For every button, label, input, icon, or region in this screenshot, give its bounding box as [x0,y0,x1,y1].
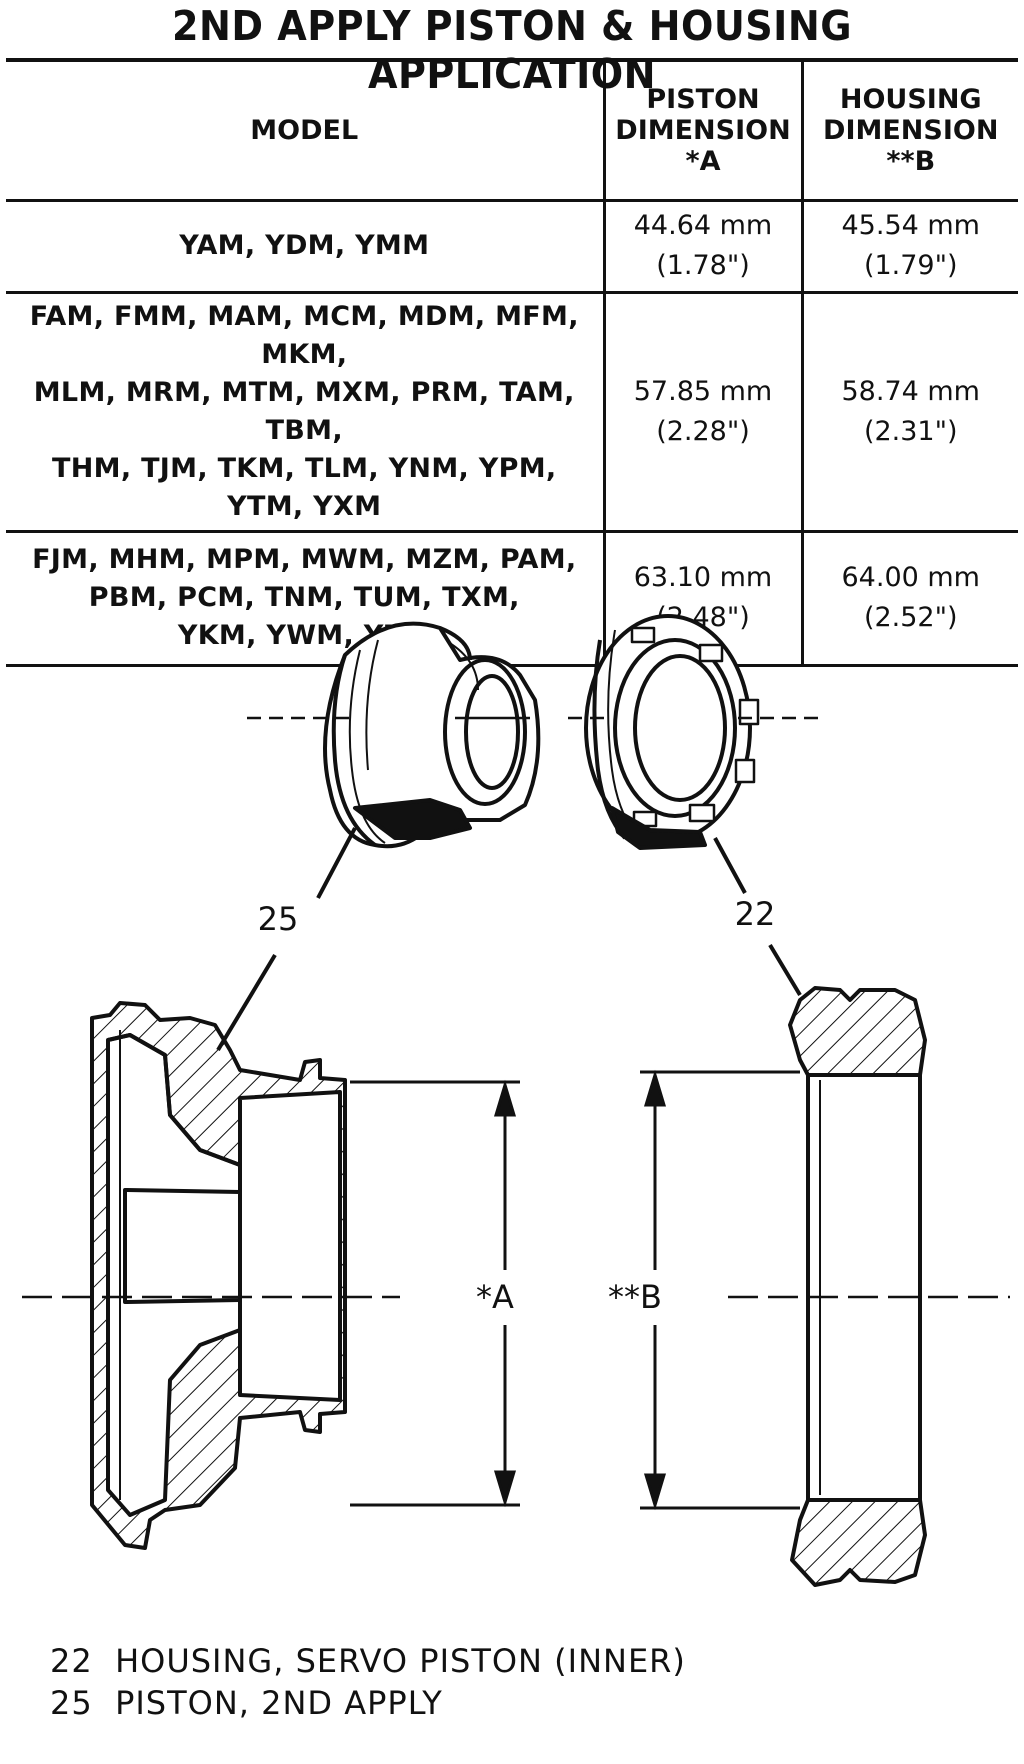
table-header-row: MODEL PISTON DIMENSION *A HOUSING DIMENS… [6,58,1018,202]
header-piston-dimension: PISTON DIMENSION *A [602,58,804,202]
housing-mm: 45.54 mm [841,210,980,241]
callout-leader-25-upper [316,827,357,899]
header-model: MODEL [6,58,606,202]
header-housing-line: **B [886,145,936,177]
housing-dimension-cell: 45.54 mm (1.79") [800,198,1018,294]
legend-item: 25 PISTON, 2ND APPLY [50,1682,686,1724]
table-row: FJM, MHM, MPM, MWM, MZM, PAM, PBM, PCM, … [6,529,1018,667]
model-cell: FJM, MHM, MPM, MWM, MZM, PAM, PBM, PCM, … [6,529,606,667]
housing-mm: 58.74 mm [841,375,980,407]
callout-leader-22-upper [713,837,747,894]
legend-text: PISTON, 2ND APPLY [115,1684,443,1722]
model-line: FJM, MHM, MPM, MWM, MZM, PAM, [32,544,577,575]
legend-number: 25 [50,1684,93,1722]
model-cell: FAM, FMM, MAM, MCM, MDM, MFM, MKM, MLM, … [6,290,606,533]
model-cell: YAM, YDM, YMM [6,198,606,294]
callout-25: 25 [258,900,299,938]
callout-leader-25-lower [216,953,277,1052]
header-piston-line: DIMENSION [615,114,791,146]
model-line: MLM, MRM, MTM, MXM, PRM, TAM, TBM, [33,376,575,446]
piston-mm: 44.64 mm [633,210,773,241]
model-line: THM, TJM, TKM, TLM, YNM, YPM, YTM, YXM [52,452,557,522]
piston-cross-section [90,1001,347,1550]
header-housing-line: DIMENSION [823,114,999,146]
legend-number: 22 [50,1642,93,1680]
header-housing-line: HOUSING [839,83,982,115]
housing-in: (1.79") [863,250,958,281]
piston-dimension-cell: 44.64 mm (1.78") [602,198,804,294]
piston-dimension-cell: 57.85 mm (2.28") [602,290,804,533]
dimension-a-label: *A [476,1278,514,1316]
legend-item: 22 HOUSING, SERVO PISTON (INNER) [50,1640,686,1682]
housing-in: (2.31") [863,415,958,447]
housing-dimension-cell: 58.74 mm (2.31") [800,290,1018,533]
piston-mm: 57.85 mm [633,375,773,407]
dimension-a-indicator [350,1079,520,1508]
callout-22: 22 [735,895,776,933]
housing-mm: 64.00 mm [841,562,980,593]
dimension-b-label: **B [608,1278,662,1316]
piston-mm: 63.10 mm [633,562,773,593]
header-housing-dimension: HOUSING DIMENSION **B [800,58,1018,202]
housing-cross-section [788,986,927,1587]
piston-housing-diagram: 25 22 *A **B [22,614,1010,1587]
callout-leader-22-lower [768,943,802,997]
piston-in: (1.78") [656,250,750,281]
dimension-b-indicator [640,1069,800,1511]
model-line: FAM, FMM, MAM, MCM, MDM, MFM, MKM, [29,300,579,370]
table-row: FAM, FMM, MAM, MCM, MDM, MFM, MKM, MLM, … [6,290,1018,533]
piston-perspective-illustration [247,621,541,849]
model-line: PBM, PCM, TNM, TUM, TXM, [88,582,520,613]
housing-dimension-cell: 64.00 mm (2.52") [800,529,1018,667]
header-piston-line: *A [685,145,721,177]
parts-legend: 22 HOUSING, SERVO PISTON (INNER) 25 PIST… [50,1640,686,1724]
model-line: YAM, YDM, YMM [179,230,430,261]
table-row: YAM, YDM, YMM 44.64 mm (1.78") 45.54 mm … [6,198,1018,294]
legend-text: HOUSING, SERVO PISTON (INNER) [115,1642,686,1680]
piston-in: (2.28") [656,415,750,447]
housing-perspective-illustration [568,614,820,850]
header-piston-line: PISTON [646,83,760,115]
housing-in: (2.52") [863,602,958,633]
application-table: MODEL PISTON DIMENSION *A HOUSING DIMENS… [6,58,1018,667]
